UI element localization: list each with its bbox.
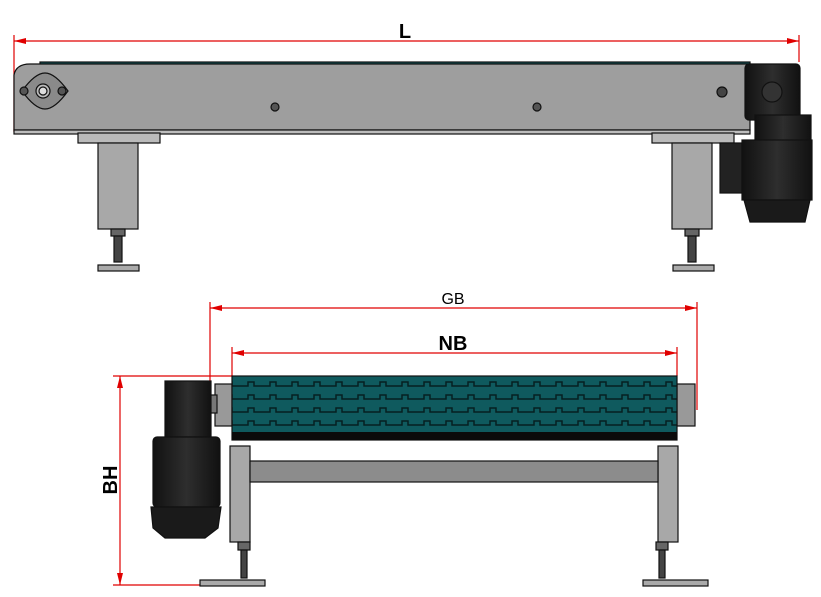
gross-width-label: GB [441, 291, 464, 308]
support-leg-left [77, 132, 161, 272]
conveyor-frame [13, 61, 751, 135]
net-width-label: NB [439, 333, 468, 355]
drive-motor-side [716, 63, 813, 223]
conveyor-belt [214, 375, 696, 441]
support-leg-right [651, 132, 735, 272]
front-view: GB NB BH [100, 291, 709, 587]
gross-width-dimension: GB [209, 291, 698, 410]
height-dimension: BH [100, 375, 232, 586]
net-width-dimension: NB [231, 333, 678, 376]
drive-motor-front [150, 380, 222, 539]
bearing-flange-icon [19, 72, 69, 110]
frame-stand [199, 445, 709, 587]
side-view: L [13, 21, 813, 272]
length-label: L [399, 21, 411, 43]
height-label: BH [100, 466, 122, 495]
